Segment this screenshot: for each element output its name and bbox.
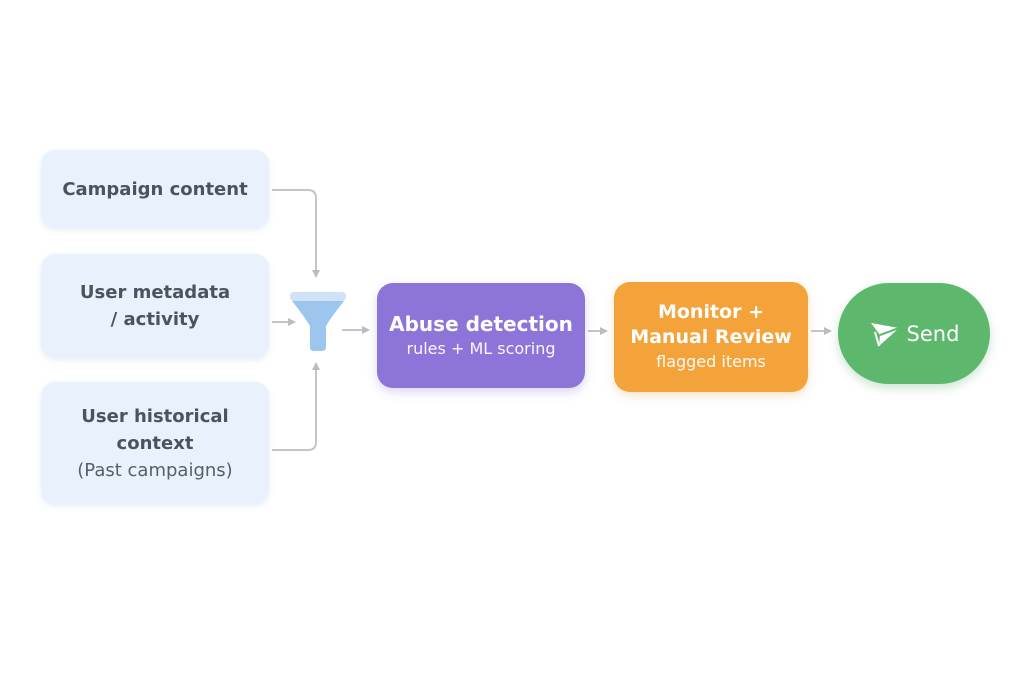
stage-title: Abuse detection (389, 311, 573, 336)
send-icon (870, 322, 899, 346)
stage-title: Send (906, 321, 960, 346)
input-title: Campaign content (62, 178, 248, 200)
input-title: User metadata (79, 282, 231, 303)
stage-send: Send (838, 283, 990, 384)
stage-title: Monitor + (657, 301, 765, 323)
stage-title-line2: Manual Review (630, 326, 792, 348)
stage-subtitle: flagged items (656, 352, 766, 371)
input-user-history: User historical context (Past campaigns) (41, 382, 269, 504)
stage-abuse-detection: Abuse detection rules + ML scoring (377, 283, 585, 388)
stage-manual-review: Monitor + Manual Review flagged items (614, 282, 808, 392)
connector-history-to-funnel (272, 362, 320, 451)
input-subtitle: (Past campaigns) (77, 459, 233, 481)
input-campaign-content: Campaign content (41, 150, 269, 228)
input-title-line2: / activity (110, 309, 200, 330)
input-title: User historical (81, 405, 229, 427)
stage-subtitle: rules + ML scoring (406, 338, 556, 358)
funnel-icon (290, 292, 346, 351)
input-user-metadata: User metadata / activity (41, 254, 269, 358)
input-title-line2: context (116, 432, 194, 454)
connector-campaign-to-funnel (272, 189, 320, 278)
